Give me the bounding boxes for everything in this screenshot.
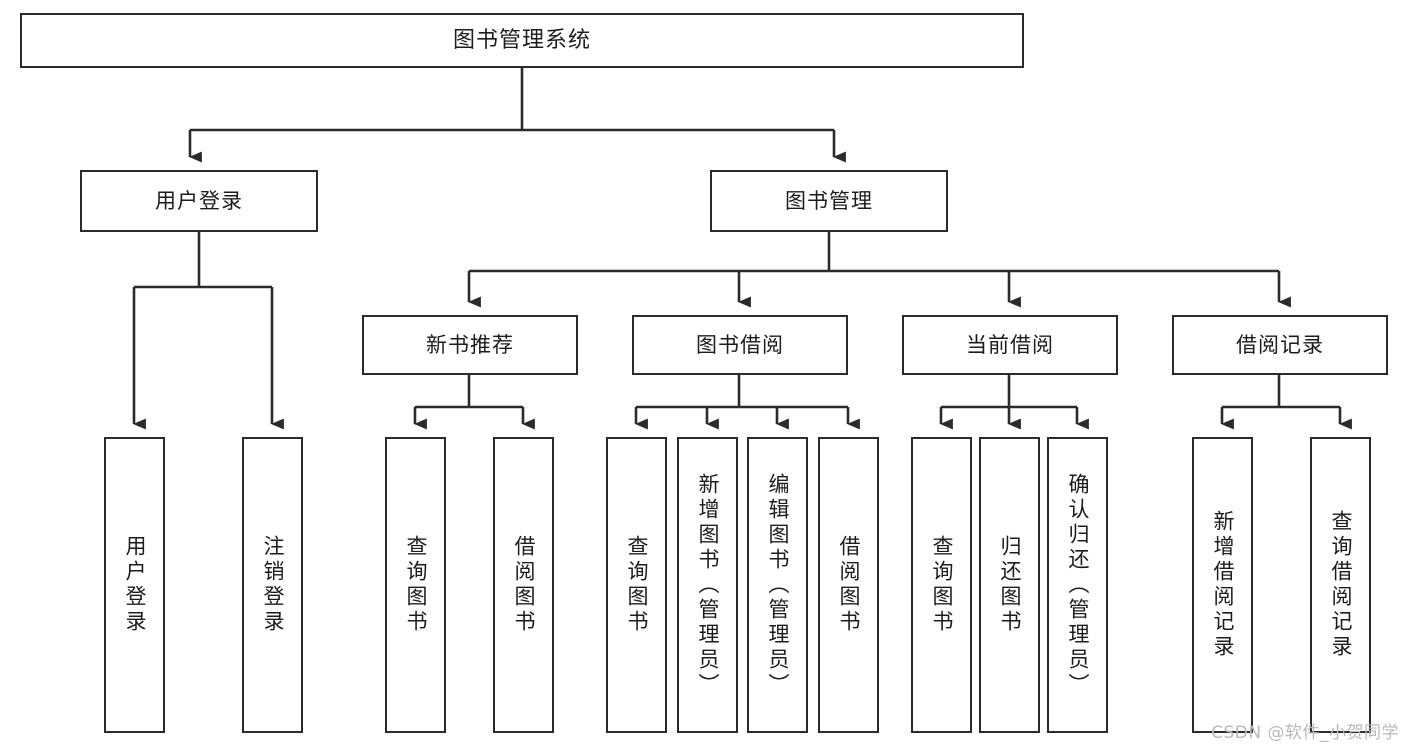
node-leaf-query-book-1-label: 查询图书 bbox=[404, 535, 428, 635]
node-current-borrow-label: 当前借阅 bbox=[966, 332, 1054, 357]
node-leaf-user-login[interactable]: 用户登录 bbox=[104, 437, 165, 733]
node-leaf-query-book-3[interactable]: 查询图书 bbox=[911, 437, 972, 733]
node-leaf-logout-login-label: 注销登录 bbox=[261, 535, 285, 635]
node-current-borrow[interactable]: 当前借阅 bbox=[902, 315, 1118, 375]
node-book-manage-label: 图书管理 bbox=[785, 188, 873, 213]
node-leaf-query-record[interactable]: 查询借阅记录 bbox=[1310, 437, 1371, 733]
node-leaf-query-book-1[interactable]: 查询图书 bbox=[385, 437, 446, 733]
node-leaf-borrow-book-2-label: 借阅图书 bbox=[837, 535, 861, 635]
node-borrow-record-label: 借阅记录 bbox=[1236, 332, 1324, 357]
node-new-book-recommend-label: 新书推荐 bbox=[426, 332, 514, 357]
node-book-manage[interactable]: 图书管理 bbox=[710, 170, 948, 232]
node-leaf-add-record-label: 新增借阅记录 bbox=[1211, 510, 1235, 660]
node-leaf-edit-book-label: 编辑图书（管理员） bbox=[766, 472, 790, 698]
node-borrow-record[interactable]: 借阅记录 bbox=[1172, 315, 1388, 375]
node-leaf-borrow-book-1[interactable]: 借阅图书 bbox=[493, 437, 554, 733]
node-leaf-add-book-label: 新增图书（管理员） bbox=[696, 472, 720, 698]
node-root[interactable]: 图书管理系统 bbox=[20, 13, 1024, 68]
node-leaf-edit-book[interactable]: 编辑图书（管理员） bbox=[747, 437, 808, 733]
node-book-borrow-label: 图书借阅 bbox=[696, 332, 784, 357]
node-leaf-user-login-label: 用户登录 bbox=[123, 535, 147, 635]
node-user-login-label: 用户登录 bbox=[155, 188, 243, 213]
node-leaf-query-record-label: 查询借阅记录 bbox=[1329, 510, 1353, 660]
node-leaf-return-book-label: 归还图书 bbox=[998, 535, 1022, 635]
node-leaf-borrow-book-2[interactable]: 借阅图书 bbox=[818, 437, 879, 733]
node-user-login[interactable]: 用户登录 bbox=[80, 170, 318, 232]
node-leaf-confirm-return-label: 确认归还（管理员） bbox=[1066, 472, 1090, 698]
node-leaf-borrow-book-1-label: 借阅图书 bbox=[512, 535, 536, 635]
node-leaf-return-book[interactable]: 归还图书 bbox=[979, 437, 1040, 733]
node-leaf-add-book[interactable]: 新增图书（管理员） bbox=[677, 437, 738, 733]
node-leaf-confirm-return[interactable]: 确认归还（管理员） bbox=[1047, 437, 1108, 733]
node-new-book-recommend[interactable]: 新书推荐 bbox=[362, 315, 578, 375]
node-leaf-add-record[interactable]: 新增借阅记录 bbox=[1192, 437, 1253, 733]
node-leaf-logout-login[interactable]: 注销登录 bbox=[242, 437, 303, 733]
node-leaf-query-book-3-label: 查询图书 bbox=[930, 535, 954, 635]
node-leaf-query-book-2[interactable]: 查询图书 bbox=[606, 437, 667, 733]
node-leaf-query-book-2-label: 查询图书 bbox=[625, 535, 649, 635]
node-root-label: 图书管理系统 bbox=[452, 27, 591, 53]
node-book-borrow[interactable]: 图书借阅 bbox=[632, 315, 848, 375]
